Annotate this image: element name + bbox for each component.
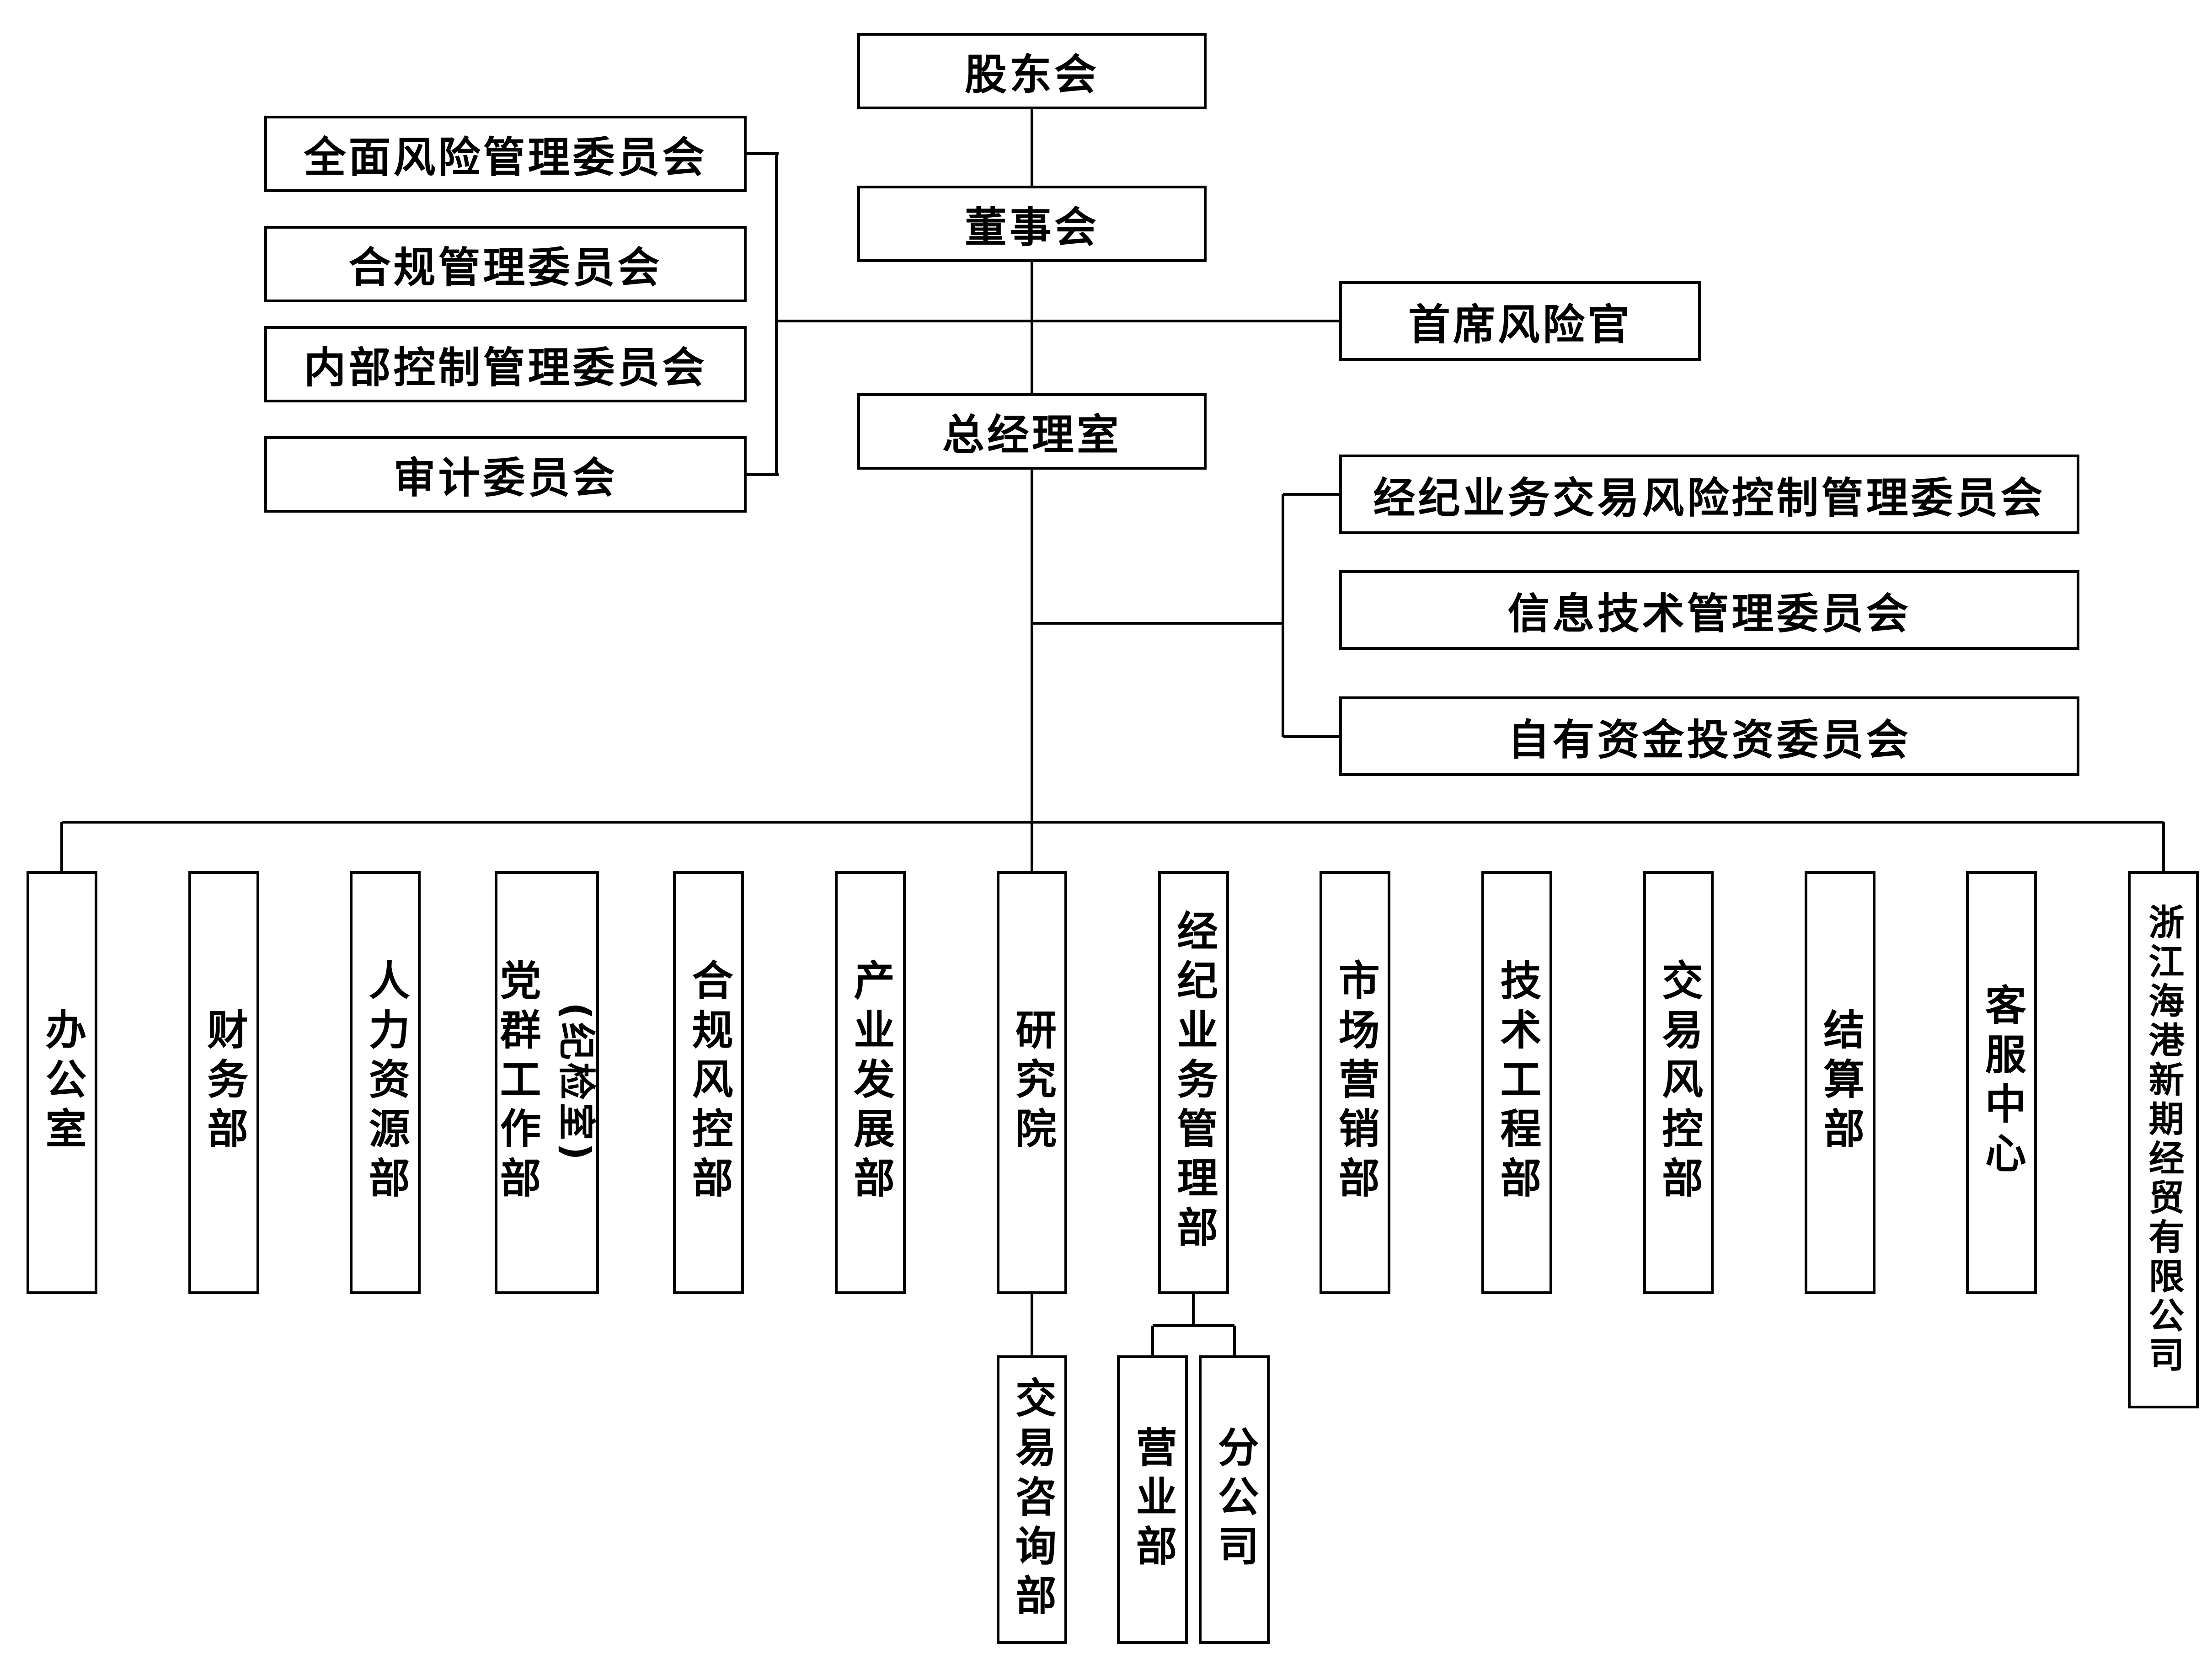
chief-risk-officer-label: 首席风险官 bbox=[1408, 300, 1632, 349]
board-of-directors-label: 董事会 bbox=[964, 203, 1099, 252]
dept-customer-service-box: 客服中心 bbox=[1966, 871, 2037, 1294]
line-research-consulting bbox=[1030, 1294, 1033, 1356]
shareholders-meeting-label: 股东会 bbox=[964, 50, 1099, 99]
committee-audit-label: 审计委员会 bbox=[393, 454, 618, 503]
sub-branch-company-label: 分公司 bbox=[1210, 1425, 1259, 1574]
committee-compliance-box: 合规管理委员会 bbox=[264, 226, 747, 302]
dept-brokerage-management-box: 经纪业务管理部 bbox=[1158, 871, 1229, 1294]
dept-technology-engineering-box: 技术工程部 bbox=[1481, 871, 1552, 1294]
committee-it-management-label: 信息技术管理委员会 bbox=[1507, 589, 1911, 638]
committee-internal-control-box: 内部控制管理委员会 bbox=[264, 326, 747, 402]
dept-marketing-label: 市场营销部 bbox=[1331, 959, 1379, 1206]
dept-industry-development-box: 产业发展部 bbox=[834, 871, 906, 1294]
dept-technology-engineering-label: 技术工程部 bbox=[1493, 959, 1541, 1206]
committee-proprietary-investment-label: 自有资金投资委员会 bbox=[1507, 715, 1911, 765]
sub-trading-consulting-box: 交易咨询部 bbox=[996, 1355, 1068, 1644]
committee-compliance-label: 合规管理委员会 bbox=[348, 243, 663, 293]
dept-compliance-risk-label: 合规风控部 bbox=[684, 959, 733, 1206]
line-stub-sales-dept bbox=[1151, 1325, 1154, 1356]
chief-risk-officer-box: 首席风险官 bbox=[1339, 281, 1701, 361]
gm-office-box: 总经理室 bbox=[857, 393, 1207, 470]
gm-office-label: 总经理室 bbox=[942, 410, 1122, 460]
board-of-directors-box: 董事会 bbox=[857, 186, 1207, 262]
line-stub-proprietary-committee bbox=[1283, 735, 1341, 738]
line-bar-end-right bbox=[2162, 822, 2165, 874]
line-stub-comprehensive-risk bbox=[745, 152, 779, 155]
committee-brokerage-risk-control-box: 经纪业务交易风险控制管理委员会 bbox=[1339, 455, 2079, 535]
dept-trading-risk-label: 交易风控部 bbox=[1655, 959, 1703, 1206]
dept-general-office-box: 办公室 bbox=[27, 871, 97, 1294]
dept-party-masses-box: 党群工作部 (纪检室) bbox=[492, 871, 599, 1294]
line-board-gm bbox=[1030, 262, 1033, 394]
sub-branch-company-box: 分公司 bbox=[1199, 1355, 1270, 1644]
dept-compliance-risk-box: 合规风控部 bbox=[673, 871, 744, 1294]
line-right-bracket bbox=[1282, 494, 1285, 737]
line-center-right-bracket bbox=[1031, 622, 1283, 625]
dept-industry-development-label: 产业发展部 bbox=[846, 959, 895, 1206]
line-bar-end-left bbox=[60, 822, 64, 874]
line-shareholders-board bbox=[1030, 109, 1033, 187]
dept-hr-box: 人力资源部 bbox=[350, 871, 421, 1294]
dept-settlement-label: 结算部 bbox=[1816, 1008, 1865, 1157]
dept-party-masses-sublabel: (纪检室) bbox=[554, 1002, 598, 1163]
committee-audit-box: 审计委员会 bbox=[264, 436, 747, 513]
dept-customer-service-label: 客服中心 bbox=[1977, 984, 2026, 1182]
committee-proprietary-investment-box: 自有资金投资委员会 bbox=[1339, 696, 2079, 776]
committee-comprehensive-risk-box: 全面风险管理委员会 bbox=[264, 115, 747, 192]
committee-internal-control-label: 内部控制管理委员会 bbox=[304, 343, 707, 392]
dept-settlement-box: 结算部 bbox=[1804, 871, 1875, 1294]
dept-finance-label: 财务部 bbox=[200, 1008, 248, 1157]
line-crossbar-cro bbox=[776, 320, 1340, 323]
dept-finance-box: 财务部 bbox=[188, 871, 259, 1294]
committee-comprehensive-risk-label: 全面风险管理委员会 bbox=[304, 133, 707, 182]
line-brokerage-stem bbox=[1192, 1294, 1195, 1327]
dept-brokerage-management-label: 经纪业务管理部 bbox=[1170, 910, 1218, 1256]
subsidiary-company-label: 浙江海港新期经贸有限公司 bbox=[2143, 904, 2184, 1376]
committee-it-management-box: 信息技术管理委员会 bbox=[1339, 570, 2079, 650]
line-brokerage-bar bbox=[1152, 1324, 1234, 1327]
dept-trading-risk-box: 交易风控部 bbox=[1643, 871, 1714, 1294]
shareholders-meeting-box: 股东会 bbox=[857, 32, 1207, 109]
dept-party-masses-label: 党群工作部 bbox=[492, 959, 541, 1206]
dept-research-institute-box: 研究院 bbox=[996, 871, 1068, 1294]
dept-research-institute-label: 研究院 bbox=[1008, 1008, 1056, 1157]
line-stub-branch-company bbox=[1233, 1325, 1236, 1356]
line-stub-brokerage-risk-committee bbox=[1283, 493, 1341, 496]
line-left-bracket bbox=[775, 154, 778, 475]
committee-brokerage-risk-control-label: 经纪业务交易风险控制管理委员会 bbox=[1373, 473, 2046, 523]
dept-hr-label: 人力资源部 bbox=[361, 959, 410, 1206]
sub-sales-dept-label: 营业部 bbox=[1128, 1425, 1177, 1574]
sub-sales-dept-box: 营业部 bbox=[1117, 1355, 1188, 1644]
line-gm-departments bbox=[1030, 469, 1033, 872]
dept-marketing-box: 市场营销部 bbox=[1320, 871, 1391, 1294]
sub-trading-consulting-label: 交易咨询部 bbox=[1008, 1376, 1056, 1623]
subsidiary-company-box: 浙江海港新期经贸有限公司 bbox=[2128, 871, 2199, 1409]
line-distribution-bar bbox=[62, 821, 2164, 824]
dept-general-office-label: 办公室 bbox=[38, 1008, 86, 1157]
line-stub-audit bbox=[745, 473, 779, 476]
